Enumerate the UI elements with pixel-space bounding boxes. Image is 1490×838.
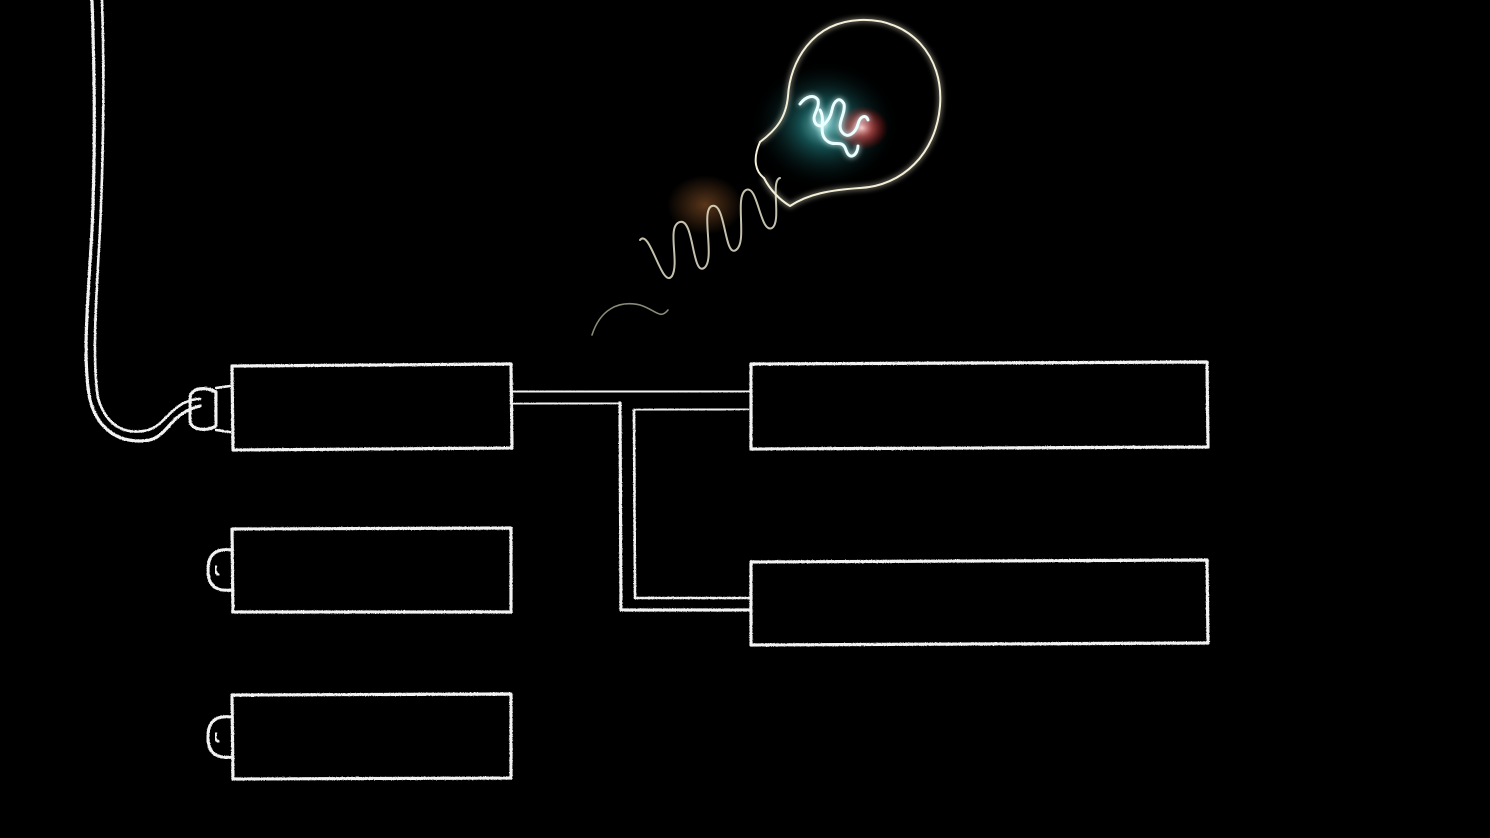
power-cord xyxy=(84,0,202,443)
bulb-coil xyxy=(639,177,781,280)
bulb-filament xyxy=(798,95,870,137)
root-box xyxy=(230,362,514,452)
bulb-glass xyxy=(759,18,942,207)
left-box-2 xyxy=(206,692,513,781)
connector-lines xyxy=(510,389,751,612)
right-box-1 xyxy=(749,360,1210,451)
bulb-wire xyxy=(591,303,669,336)
right-box-2 xyxy=(749,558,1210,647)
left-box-1 xyxy=(206,526,513,614)
plug-connector-icon xyxy=(188,384,232,434)
battery-terminal-icon xyxy=(206,715,234,759)
light-bulb-icon xyxy=(591,18,942,336)
battery-terminal-icon xyxy=(206,548,234,592)
power-cord-inner xyxy=(93,0,202,433)
